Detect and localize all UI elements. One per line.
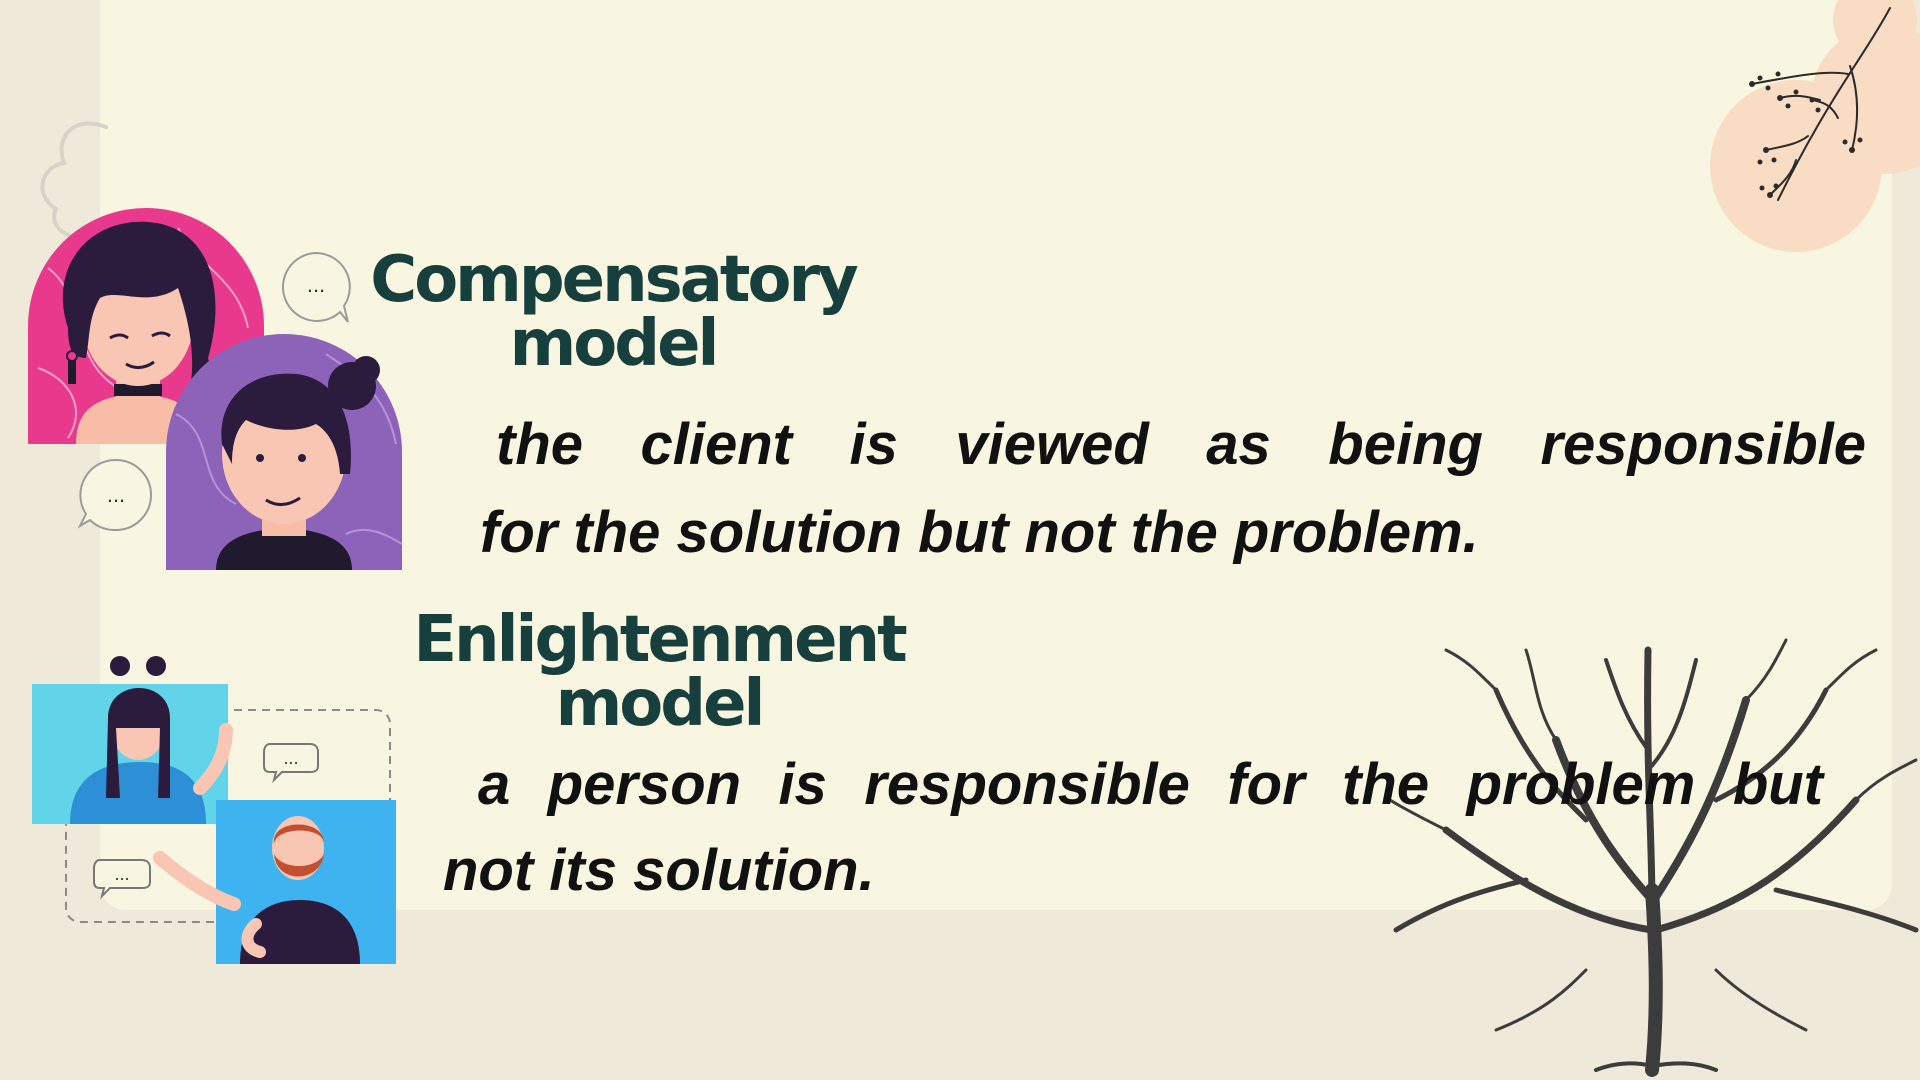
body-text-line: not its solution. (443, 838, 875, 903)
man-avatar-icon (166, 334, 402, 570)
cloud-outline-icon (40, 121, 108, 241)
svg-text:...: ... (307, 272, 325, 297)
bare-tree-illustration (1388, 638, 1919, 1077)
svg-text:...: ... (283, 748, 298, 768)
body-text-line: a person is responsible for the problem … (478, 752, 1823, 817)
speech-bubble-icon: ... (281, 251, 351, 323)
people-handshake-illustration: ... ... (32, 656, 396, 964)
svg-text:...: ... (107, 482, 125, 507)
heading-line: Enlightenment (413, 603, 907, 677)
section-heading: Enlightenment model (400, 608, 918, 736)
body-text-line: for the solution but not the problem. (480, 500, 1479, 565)
section-heading: Compensatory model (350, 248, 876, 376)
body-text-line: the client is viewed as being responsibl… (496, 412, 1866, 477)
speech-bubble-icon: ... (77, 458, 152, 532)
heading-line: model (509, 307, 720, 381)
svg-text:...: ... (114, 864, 129, 884)
branch-decoration-icon (1710, 0, 1920, 252)
woman-avatar-icon (28, 208, 264, 444)
heading-line: model (555, 667, 766, 741)
heading-line: Compensatory (370, 243, 859, 317)
